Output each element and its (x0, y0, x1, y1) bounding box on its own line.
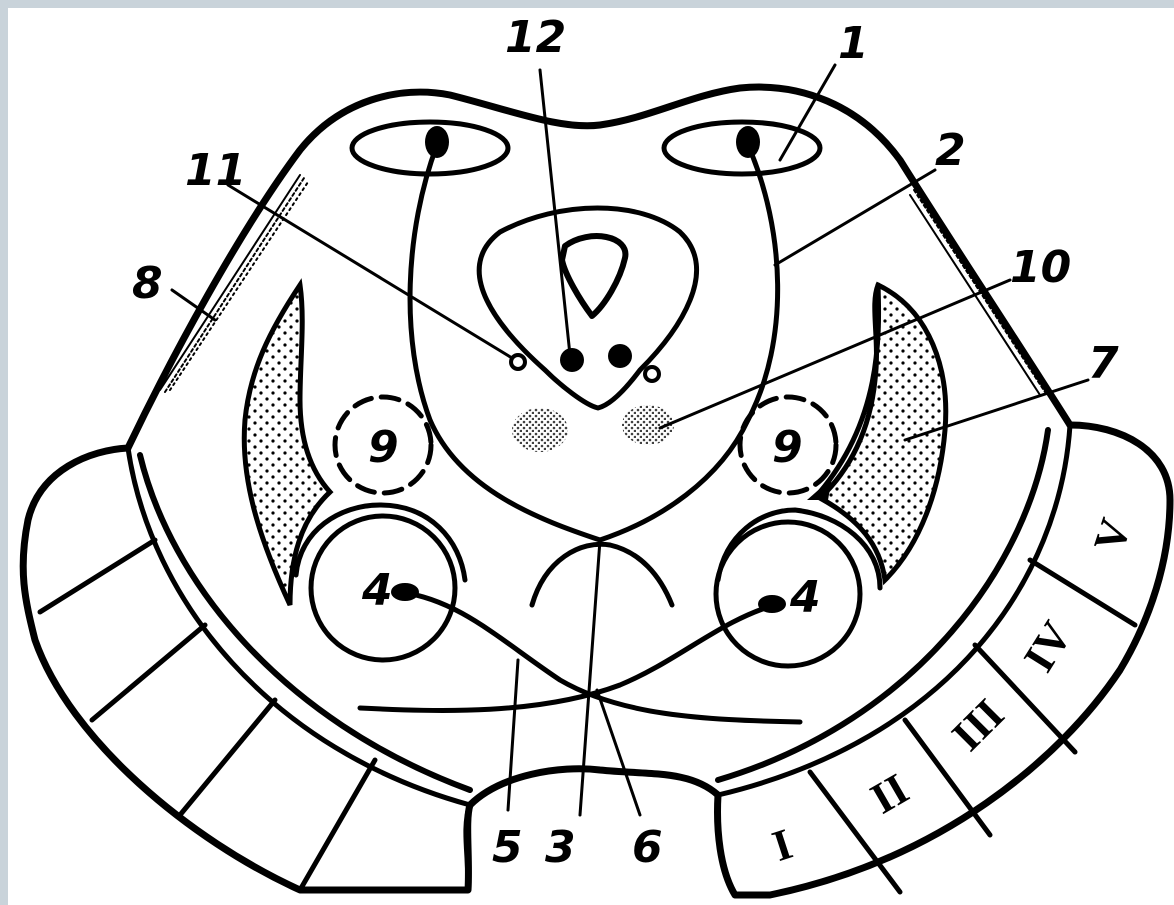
ventral-midline-bottom (466, 805, 470, 890)
right-peduncle-band (718, 425, 1170, 895)
segment-label-IV: IV (1014, 613, 1082, 681)
stippled-area-left (512, 408, 568, 452)
label-10: 10 (1010, 242, 1071, 293)
label-3: 3 (545, 822, 576, 873)
label-4-left: 4 (361, 565, 393, 616)
label-8: 8 (132, 258, 163, 309)
label-2: 2 (935, 125, 966, 176)
label-1: 1 (838, 18, 869, 69)
tract-right (600, 145, 778, 540)
segment-label-I: I (767, 819, 798, 871)
oculomotor-nucleus-left (560, 348, 584, 372)
label-5: 5 (492, 822, 523, 873)
segment-label-V: V (1084, 512, 1140, 558)
tract-left (410, 145, 600, 540)
segment-label-II: II (863, 764, 917, 824)
aqueduct (562, 236, 625, 316)
segment-label-III: III (942, 689, 1013, 760)
oculomotor-nucleus-right (608, 344, 632, 368)
label-7: 7 (1088, 338, 1119, 389)
tract-cross-b (360, 604, 778, 710)
small-nucleus-right (645, 367, 659, 381)
label-9-right: 9 (772, 422, 803, 473)
label-12: 12 (505, 12, 566, 63)
label-9-left: 9 (368, 422, 399, 473)
label-11: 11 (185, 145, 246, 196)
cerebral-peduncle-nucleus-right (716, 522, 860, 666)
label-6: 6 (632, 822, 663, 873)
decussation-arc (532, 544, 672, 605)
left-peduncle-band (23, 448, 470, 890)
label-4-right: 4 (789, 572, 821, 623)
